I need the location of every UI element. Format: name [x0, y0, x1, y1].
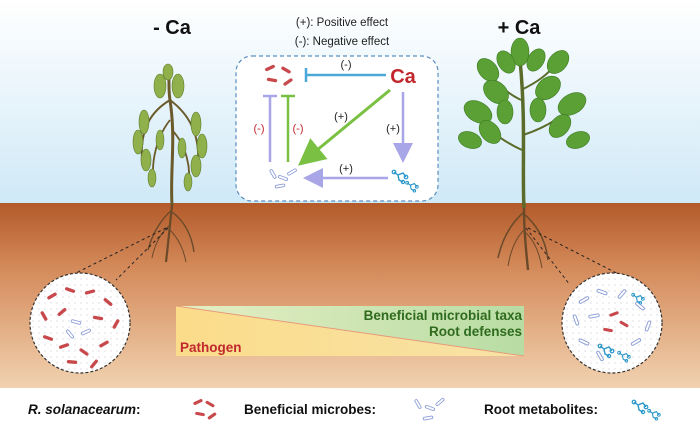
metabolites-beneficial-sign: (+) [339, 163, 353, 175]
positive-effect-key: (+): Positive effect [296, 17, 389, 29]
pathogen-label: Pathogen [180, 340, 242, 355]
legend-pathogen-colon: : [136, 402, 141, 417]
calcium-node: Ca [390, 66, 416, 88]
low-calcium-label: - Ca [153, 17, 192, 39]
beneficial-taxa-label: Beneficial microbial taxa [364, 308, 523, 323]
legend-pathogen-text: R. solanacearum: [28, 402, 141, 417]
ca-pathogen-sign: (-) [341, 59, 352, 71]
legend-pathogen-name: R. solanacearum [28, 402, 136, 417]
low-ca-rhizosphere-zoom [30, 273, 130, 373]
legend: R. solanacearum: Beneficial microbes: Ro… [28, 398, 660, 420]
ca-metabolites-sign: (+) [386, 123, 400, 135]
high-calcium-label: + Ca [498, 17, 542, 39]
beneficial-pathogen-sign-purple: (-) [254, 123, 265, 135]
legend-metabolites-text: Root metabolites: [484, 402, 598, 417]
high-ca-rhizosphere-zoom [562, 273, 662, 373]
root-defenses-label: Root defenses [429, 324, 522, 339]
beneficial-pathogen-sign-green: (-) [293, 123, 304, 135]
interaction-box: Ca (-) (+) (+) (+) (-) (-) [236, 56, 438, 201]
negative-effect-key: (-): Negative effect [295, 36, 390, 48]
ca-beneficial-sign: (+) [334, 111, 348, 123]
legend-beneficial-text: Beneficial microbes: [244, 402, 376, 417]
